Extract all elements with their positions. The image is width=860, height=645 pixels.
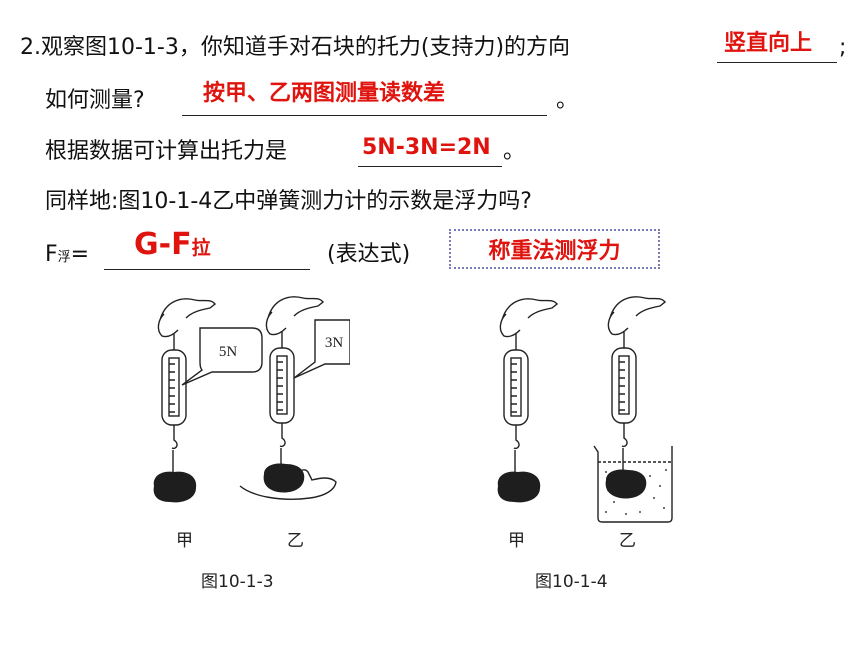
answer-method: 按甲、乙两图测量读数差 [203, 81, 446, 106]
formula-expr-label: (表达式) [327, 242, 411, 267]
formula-f-sub: 浮 [57, 250, 71, 265]
question-number: 2. [20, 35, 41, 60]
formula-eq: = [70, 242, 90, 267]
fig2-label-left: 甲 [508, 531, 525, 551]
hand-right-icon [265, 296, 324, 336]
stone-right-icon [605, 469, 647, 499]
question-text-2: 如何测量? [45, 88, 145, 113]
answer-blank-2 [182, 86, 547, 116]
fig1-caption: 图10-1-3 [201, 572, 274, 592]
fig1-label-left: 甲 [176, 531, 193, 551]
hand-left-icon [499, 298, 558, 338]
figure-10-1-4 [497, 296, 673, 523]
hand-left-icon [157, 298, 216, 338]
answer-force: 5N-3N=2N [362, 135, 491, 160]
stone-left-icon [497, 471, 541, 503]
support-hand-icon [239, 469, 337, 500]
hand-right-icon [607, 296, 666, 336]
line3-end: 。 [503, 139, 526, 164]
beaker-icon [593, 445, 673, 523]
answer-blank-3 [358, 137, 502, 167]
answer-direction: 竖直向上 [724, 31, 813, 56]
formula-lhs: F浮= [45, 240, 89, 273]
formula-answer-sub: 拉 [191, 237, 211, 259]
line2-end: 。 [556, 88, 579, 113]
line1-end: ; [839, 35, 847, 60]
formula-answer: G-F拉 [134, 228, 211, 265]
bubble-right-text: 3N [325, 335, 344, 351]
answer-blank-5 [104, 240, 310, 270]
bubble-right-icon [293, 319, 350, 379]
answer-blank-1 [717, 33, 837, 63]
question-text-3: 根据数据可计算出托力是 [45, 139, 288, 164]
question-text-1: 观察图10-1-3，你知道手对石块的托力(支持力)的方向 [41, 35, 571, 60]
figure-10-1-3: 5N 3N [153, 296, 350, 503]
fig2-label-right: 乙 [619, 531, 636, 551]
method-box: 称重法测浮力 [449, 229, 660, 269]
stone-right-icon [263, 463, 305, 493]
formula-f: F [45, 242, 58, 267]
question-line-1: 2.观察图10-1-3，你知道手对石块的托力(支持力)的方向 [20, 33, 570, 63]
question-text-4: 同样地:图10-1-4乙中弹簧测力计的示数是浮力吗? [45, 189, 532, 214]
stone-left-icon [153, 471, 197, 503]
bubble-left-icon [181, 327, 263, 386]
fig1-label-right: 乙 [287, 531, 304, 551]
fig2-caption: 图10-1-4 [535, 572, 608, 592]
formula-answer-main: G-F [134, 227, 192, 262]
bubble-left-text: 5N [219, 344, 238, 360]
